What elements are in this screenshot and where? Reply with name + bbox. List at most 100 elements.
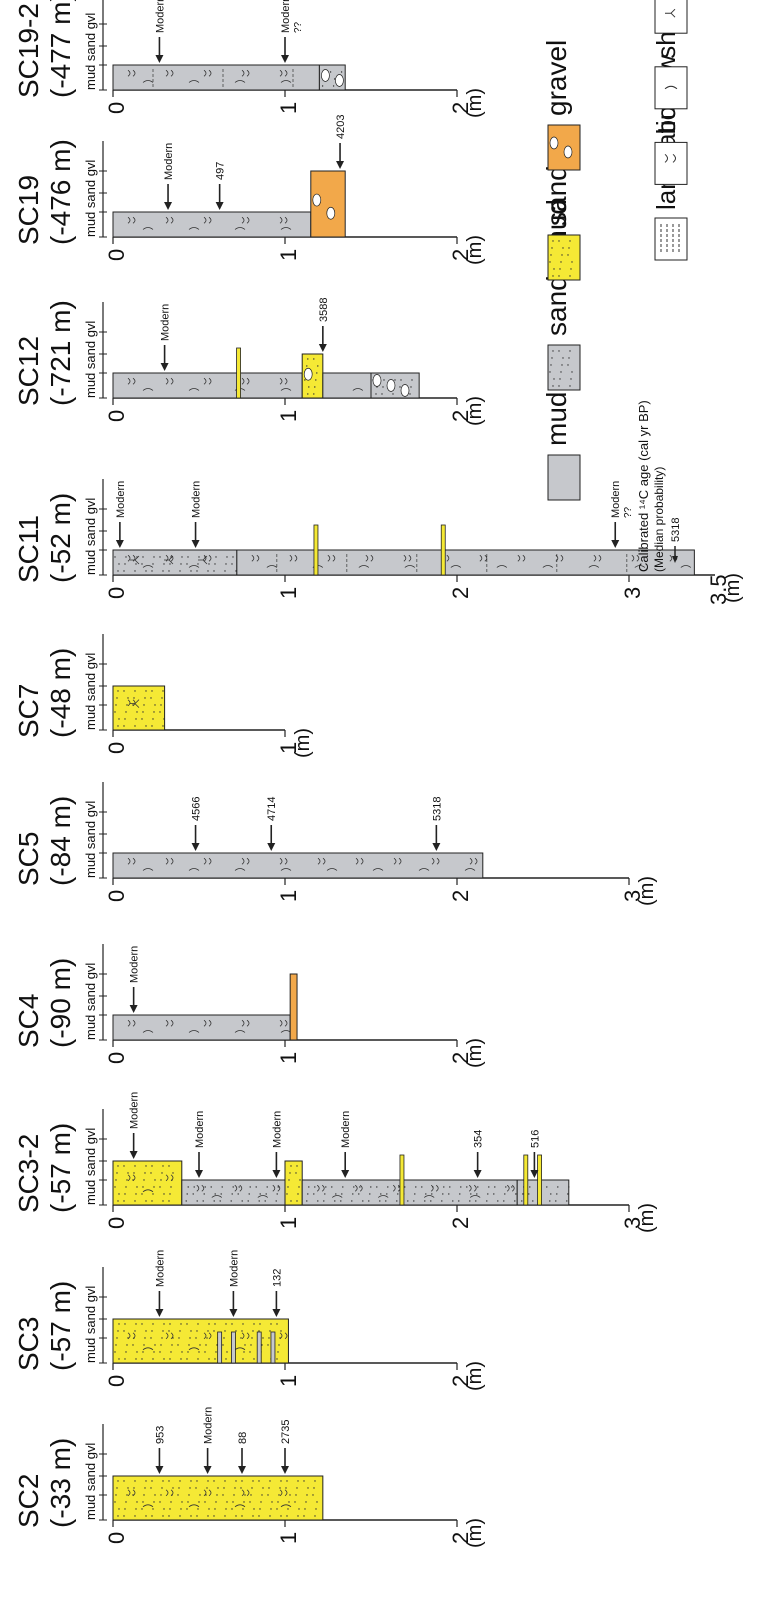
sediment-dot	[475, 1200, 477, 1202]
sediment-dot	[117, 1515, 119, 1517]
sediment-dot	[249, 1501, 251, 1503]
sediment-dot	[448, 1193, 450, 1195]
burrow-mark	[165, 1019, 174, 1027]
sediment-dot	[558, 240, 560, 242]
sediment-dot	[268, 1487, 270, 1489]
sediment-dot	[396, 1200, 398, 1202]
sediment-dot	[225, 1358, 227, 1360]
sediment-dot	[126, 1344, 128, 1346]
sediment-dot	[358, 1193, 360, 1195]
burrow-mark	[272, 1184, 281, 1192]
age-label: Modern	[129, 946, 141, 983]
age-label: Modern	[191, 481, 203, 518]
sediment-dot	[154, 704, 156, 706]
shell-mark	[542, 565, 554, 568]
sediment-dot	[213, 1480, 215, 1482]
depth-tick-label: 1	[276, 1217, 301, 1229]
unit-block	[112, 211, 312, 238]
sediment-dot	[117, 1165, 119, 1167]
lithology-axis-label: mud sand gvl	[83, 1443, 98, 1520]
burrow-mark	[279, 857, 288, 865]
sediment-dot	[290, 1200, 292, 1202]
sediment-dot	[196, 1330, 198, 1332]
shell-mark	[234, 227, 246, 230]
lithology-axis-label: mud sand gvl	[83, 13, 98, 90]
sediment-dot	[117, 690, 119, 692]
sediment-dot	[244, 1344, 246, 1346]
sediment-dot	[232, 1186, 234, 1188]
shell-mark	[280, 388, 292, 391]
sediment-dot	[552, 350, 554, 352]
sediment-dot	[313, 1487, 315, 1489]
sediment-dot	[415, 1186, 417, 1188]
age-label: Modern	[160, 304, 172, 341]
age-label: 132	[271, 1269, 283, 1287]
sediment-dot	[161, 1337, 163, 1339]
sediment-dot	[249, 1351, 251, 1353]
sediment-dot	[304, 379, 306, 381]
lithology-axis-label: mud sand gvl	[83, 1128, 98, 1205]
sediment-dot	[198, 556, 200, 558]
sediment-dot	[219, 1200, 221, 1202]
age-arrowhead	[195, 1170, 203, 1178]
sediment-dot	[197, 563, 199, 565]
depth-tick-label: 0	[104, 1052, 129, 1064]
sediment-dot	[253, 1508, 255, 1510]
sediment-dot	[170, 1186, 172, 1188]
sediment-dot	[116, 1487, 118, 1489]
sediment-dot	[258, 1330, 260, 1332]
depth-tick-label: 2	[448, 102, 473, 114]
shell-mark	[358, 565, 370, 568]
sediment-dot	[317, 365, 319, 367]
age-label: Modern	[163, 143, 175, 180]
unit-sand	[112, 685, 166, 731]
sediment-dot	[297, 1515, 299, 1517]
sediment-dot	[269, 1330, 271, 1332]
shell-mark	[142, 565, 154, 568]
burrow-mark	[127, 377, 136, 385]
core-water-depth: (-476 m)	[45, 139, 76, 245]
sediment-dot	[569, 240, 571, 242]
sediment-dot	[136, 1351, 138, 1353]
sediment-dot	[413, 1200, 415, 1202]
shell-mark	[188, 1347, 200, 1351]
shell-mark	[188, 388, 200, 391]
sediment-dot	[214, 563, 216, 565]
burrow-mark	[203, 377, 212, 385]
sediment-dot	[242, 1323, 244, 1325]
sediment-dot	[196, 570, 198, 572]
sediment-dot	[241, 1515, 243, 1517]
burrow-mark	[165, 1332, 174, 1340]
sediment-dot	[150, 697, 152, 699]
sediment-dot	[115, 704, 117, 706]
unit-mud	[112, 372, 303, 399]
age-arrowhead	[530, 1170, 539, 1178]
depth-tick-label: 3.5	[706, 574, 731, 605]
sediment-dot	[170, 1351, 172, 1353]
sediment-dot	[314, 1515, 316, 1517]
sediment-dot	[559, 378, 561, 380]
shell-mark	[469, 1195, 481, 1198]
age-label: Modern	[154, 0, 166, 33]
sediment-dot	[136, 1186, 138, 1188]
legend-symbol-box	[654, 66, 688, 110]
sediment-dot	[133, 697, 135, 699]
sediment-dot	[186, 1193, 188, 1195]
sediment-dot	[172, 1487, 174, 1489]
shell-mark	[188, 1030, 200, 1033]
legend-swatch-sand	[547, 234, 581, 281]
sediment-dot	[553, 378, 555, 380]
sediment-dot	[118, 1193, 120, 1195]
sediment-dot	[314, 1480, 316, 1482]
sediment-dot	[125, 556, 127, 558]
sediment-dot	[244, 1494, 246, 1496]
sediment-dot	[232, 1501, 234, 1503]
depth-tick-label: 1	[276, 1375, 301, 1387]
sediment-dot	[216, 1494, 218, 1496]
core-title: SC3	[13, 1317, 44, 1371]
sediment-dot	[315, 379, 317, 381]
burrow-mark	[165, 554, 174, 562]
shell-mark	[142, 1030, 154, 1033]
